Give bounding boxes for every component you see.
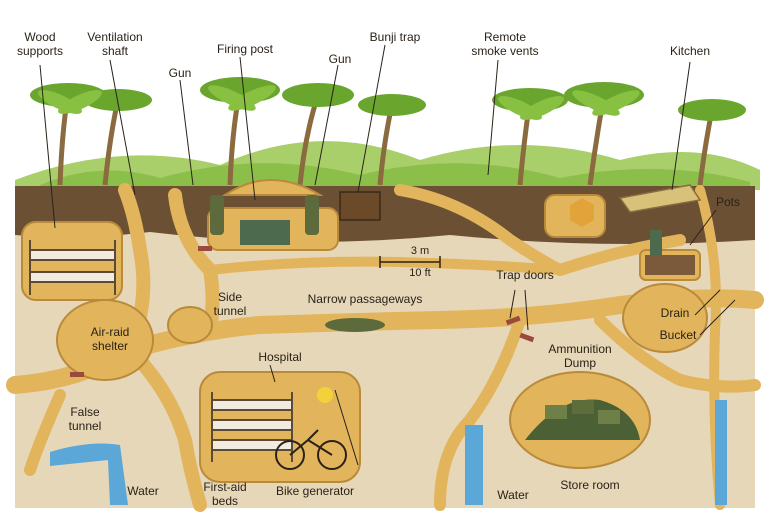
label-trap-doors: Trap doors	[496, 268, 554, 282]
lamp-icon	[317, 387, 333, 403]
label-bike-generator: Bike generator	[275, 484, 355, 498]
label-hospital: Hospital	[258, 350, 302, 364]
label-first-aid-beds: First-aid beds	[203, 480, 247, 508]
vent-marker-icon	[570, 198, 594, 227]
label-water-right: Water	[497, 488, 529, 502]
label-water-left: Water	[127, 484, 159, 498]
leader-lines	[39, 44, 736, 466]
label-ventilation-shaft: Ventilation shaft	[87, 30, 143, 58]
supply-crates	[240, 220, 290, 245]
label-ammunition-dump: Ammunition Dump	[548, 342, 612, 370]
label-false-tunnel: False tunnel	[68, 405, 102, 433]
bunk-beds	[29, 240, 116, 295]
label-gun-right: Gun	[328, 52, 352, 66]
label-scale-m: 3 m	[410, 245, 430, 257]
bike-icon	[275, 429, 347, 470]
scale-bar	[379, 256, 441, 268]
label-bucket: Bucket	[659, 328, 697, 342]
first-aid-beds-drawing	[211, 392, 293, 462]
label-remote-smoke-vents: Remote smoke vents	[471, 30, 539, 58]
soldier-figures	[210, 195, 385, 332]
bunji-trap-pit	[339, 191, 381, 221]
label-drain: Drain	[660, 306, 690, 320]
label-gun-left: Gun	[168, 66, 192, 80]
label-store-room: Store room	[560, 478, 620, 492]
water	[50, 400, 727, 505]
label-firing-post: Firing post	[216, 42, 274, 56]
label-kitchen: Kitchen	[669, 44, 711, 58]
label-air-raid-shelter: Air-raid shelter	[90, 325, 130, 353]
ammunition-crates	[525, 399, 640, 440]
label-bunji-trap: Bunji trap	[369, 30, 421, 44]
trap-door-marks	[70, 246, 535, 377]
label-scale-ft: 10 ft	[409, 267, 431, 279]
palm-trees	[15, 77, 760, 192]
label-wood-supports: Wood supports	[16, 30, 64, 58]
label-narrow-passageways: Narrow passageways	[307, 292, 423, 306]
label-pots: Pots	[715, 195, 740, 209]
label-side-tunnel: Side tunnel	[213, 290, 247, 318]
kitchen-shelter	[618, 184, 702, 275]
